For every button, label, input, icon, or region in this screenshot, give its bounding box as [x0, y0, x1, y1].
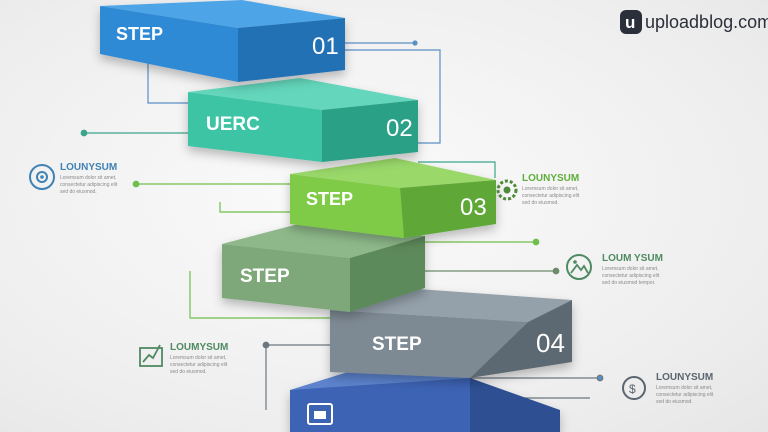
step-03-right [400, 180, 496, 238]
target-icon-inner [36, 171, 48, 183]
landscape-icon-sun [573, 260, 577, 264]
step-block-01: STEP 01 [100, 0, 345, 82]
note-5-line-2: consectetur adipiscing elit [656, 392, 714, 398]
step-04-right [350, 236, 425, 312]
staircase: STEP 04 STEP STEP 03 UERC 02 [100, 0, 572, 432]
note-3-line-1: Loremsum dolor sit amet, [602, 266, 658, 272]
step-03-front [290, 174, 404, 238]
note-5-line-3: sed do eiusmod. [656, 399, 693, 405]
target-icon [29, 164, 55, 190]
step-05-front [330, 310, 528, 378]
note-5-line-1: Loremsum dolor sit amet, [656, 385, 712, 391]
step-02-number: 02 [386, 115, 413, 142]
step-02-top [188, 78, 418, 110]
note-3: LOUM YSUM Loremsum dolor sit amet, conse… [566, 253, 663, 286]
step-01-top [100, 0, 345, 28]
note-1-line-2: consectetur adipiscing elit [60, 182, 118, 188]
note-1-line-3: sed do eiusmod. [60, 189, 97, 195]
target-icon-center [40, 175, 44, 179]
step-01-right [238, 18, 345, 82]
note-4-line-1: Loremsum dolor sit amet, [170, 355, 226, 361]
step-03-top [290, 158, 496, 188]
chart-icon-line [142, 344, 161, 363]
note-2-line-3: sed do eiusmod. [522, 200, 559, 206]
landscape-icon-mountains [570, 263, 589, 274]
note-2-title: LOUNYSUM [522, 173, 579, 184]
note-4: LOUMYSUM Loremsum dolor sit amet, consec… [139, 342, 228, 375]
step-05-label: STEP [372, 334, 422, 355]
step-01-number: 01 [312, 33, 339, 60]
step-02-front [188, 92, 322, 162]
connector-step-02 [80, 129, 496, 178]
media-icon-screen [314, 411, 326, 419]
dollar-icon-glyph: $ [629, 382, 636, 396]
gear-icon-hub [503, 186, 511, 194]
landscape-icon [566, 254, 592, 280]
note-4-line-2: consectetur adipiscing elit [170, 362, 228, 368]
step-05-right [470, 300, 572, 378]
step-02-right [322, 100, 418, 162]
step-04-front [222, 244, 350, 312]
step-03-number: 03 [460, 194, 487, 221]
step-04-label: STEP [240, 266, 290, 287]
connector-step-03 [132, 180, 540, 319]
note-3-title: LOUM YSUM [602, 253, 663, 264]
note-1: LOUNYSUM Loremsum dolor sit amet, consec… [29, 162, 118, 195]
step-block-02: UERC 02 [188, 78, 418, 162]
connector-step-01 [147, 40, 441, 144]
step-block-03: STEP 03 [290, 158, 496, 238]
step-03-label: STEP [306, 189, 353, 209]
note-5: $ LOUNYSUM Loremsum dolor sit amet, cons… [622, 372, 714, 405]
note-1-line-1: Loremsum dolor sit amet, [60, 175, 116, 181]
brand-logo-letter: u [625, 13, 635, 32]
note-4-line-3: sed do eiusmod. [170, 369, 207, 375]
step-05-number: 04 [536, 328, 565, 358]
note-3-line-2: consectetur adipiscing elit [602, 273, 660, 279]
connector-lines [80, 40, 604, 410]
brand-logo-icon [620, 10, 642, 34]
brand[interactable]: u uploadblog.com [620, 10, 768, 34]
step-06-front [290, 378, 470, 432]
connector-step-04 [425, 267, 560, 275]
step-block-04: STEP [222, 222, 425, 312]
dollar-icon [622, 376, 646, 400]
step-02-label: UERC [206, 114, 260, 135]
brand-name: uploadblog.com [645, 12, 768, 32]
note-5-title: LOUNYSUM [656, 372, 713, 383]
note-1-title: LOUNYSUM [60, 162, 117, 173]
note-4-title: LOUMYSUM [170, 342, 228, 353]
note-2: LOUNYSUM Loremsum dolor sit amet, consec… [496, 173, 580, 206]
connector-step-05 [262, 341, 604, 410]
step-01-label: STEP [116, 24, 163, 44]
note-3-line-3: sed do eiusmod tempor. [602, 280, 655, 286]
step-01-front [100, 6, 238, 82]
step-06-side [470, 378, 560, 432]
note-2-line-2: consectetur adipiscing elit [522, 193, 580, 199]
gear-icon [496, 179, 518, 201]
chart-icon [139, 347, 163, 367]
media-icon [307, 403, 333, 425]
note-2-line-1: Loremsum dolor sit amet, [522, 186, 578, 192]
